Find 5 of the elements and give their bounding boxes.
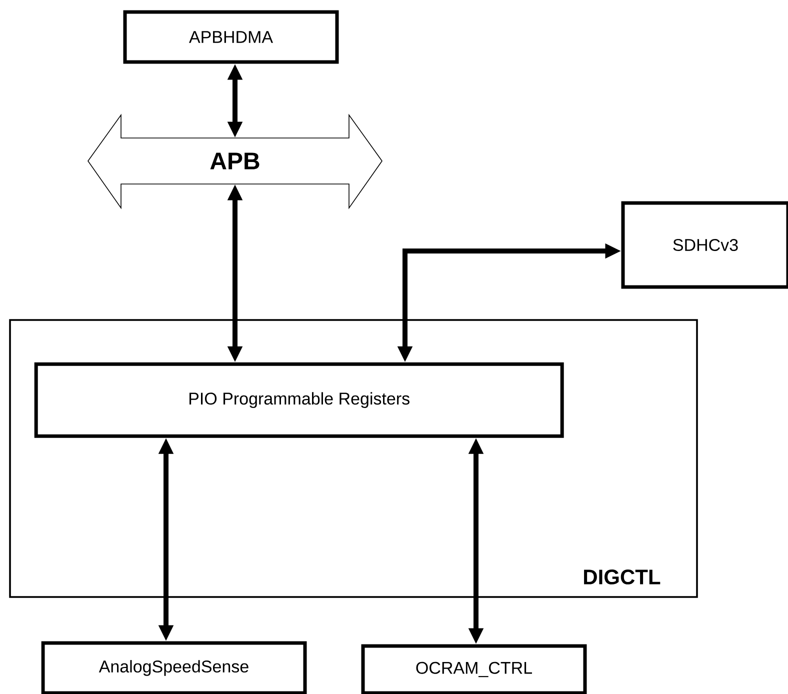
block-box: SDHCv3 — [621, 201, 788, 289]
block-box: AnalogSpeedSense — [41, 641, 307, 694]
block-box: OCRAM_CTRL — [361, 644, 587, 694]
block-box: PIO Programmable Registers — [34, 362, 564, 438]
block-box: APBHDMA — [123, 10, 339, 64]
